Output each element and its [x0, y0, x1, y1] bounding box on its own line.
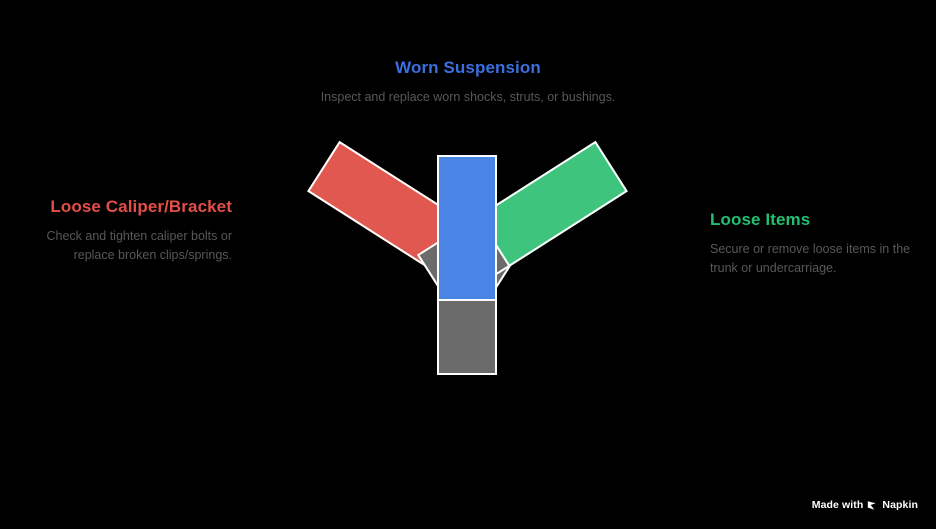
napkin-play-logo-icon	[867, 500, 878, 511]
branch-bar-top-accent-segment	[437, 155, 497, 301]
branch-label-top: Worn Suspension Inspect and replace worn…	[318, 57, 618, 107]
branch-description-top: Inspect and replace worn shocks, struts,…	[320, 90, 616, 105]
branch-label-left: Loose Caliper/Bracket Check and tighten …	[22, 196, 232, 265]
watermark-napkin-label: Napkin	[882, 499, 918, 512]
branch-description-left: Check and tighten caliper bolts or repla…	[46, 229, 232, 263]
napkin-watermark[interactable]: Made with Napkin	[812, 500, 918, 511]
branch-title-right: Loose Items	[710, 210, 811, 229]
branch-bar-top-base-segment	[437, 299, 497, 375]
branch-description-right: Secure or remove loose items in the trun…	[710, 242, 911, 276]
branch-bar-top	[437, 155, 497, 375]
branch-title-top: Worn Suspension	[395, 58, 541, 77]
branch-label-right: Loose Items Secure or remove loose items…	[710, 209, 925, 278]
branch-title-left: Loose Caliper/Bracket	[50, 197, 232, 216]
watermark-made-with-label: Made with	[811, 499, 864, 512]
branch-bar-right-accent-segment	[476, 140, 628, 268]
